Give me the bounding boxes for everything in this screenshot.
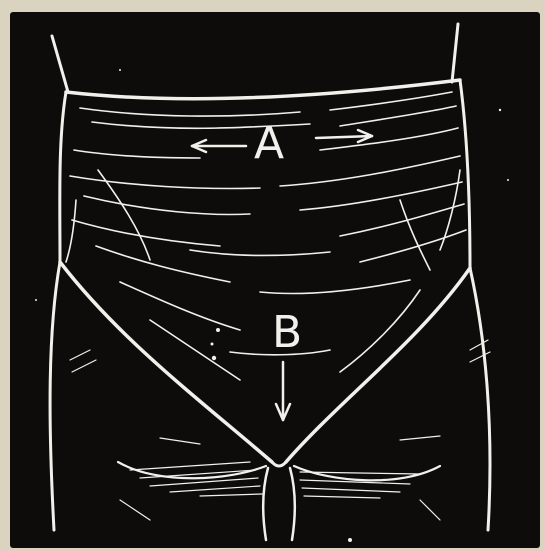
- waistband-top-edge: [66, 80, 460, 99]
- label-b: B: [272, 311, 302, 355]
- left-side-line-top: [52, 36, 68, 92]
- left-buttock-curve: [118, 462, 266, 478]
- right-hip-outline: [470, 268, 490, 530]
- right-side-line-top: [452, 24, 458, 82]
- garment-point: [272, 462, 286, 466]
- cleft-left-line: [263, 468, 268, 540]
- buttock-hatching: [70, 340, 490, 520]
- garment-left-edge: [60, 92, 66, 262]
- arrow-a-right-shaft: [316, 136, 372, 138]
- label-a: A: [254, 122, 284, 166]
- left-hip-outline: [50, 262, 60, 530]
- garment-right-bottom-edge: [286, 268, 470, 462]
- garment-right-edge: [460, 80, 470, 268]
- cleft-right-line: [290, 468, 295, 540]
